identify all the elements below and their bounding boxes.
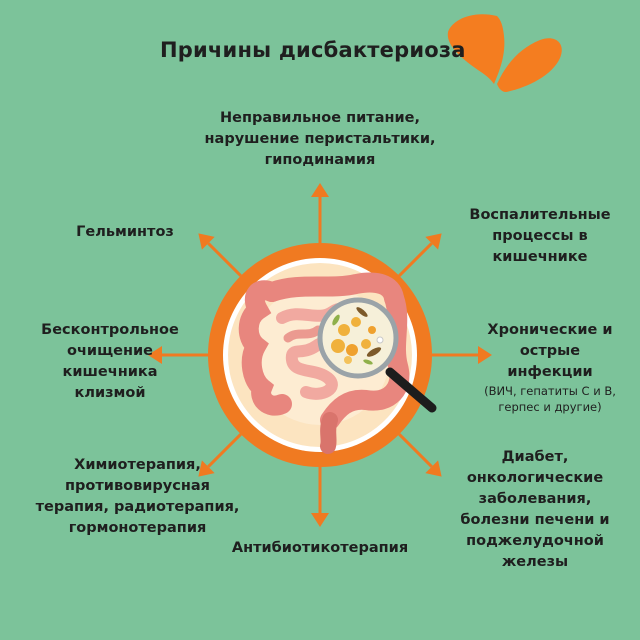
- cause-antibiotics: Антибиотикотерапия: [220, 538, 420, 559]
- cause-line: Химиотерапия,: [74, 457, 201, 473]
- cause-line: Воспалительные: [469, 207, 611, 223]
- arrow: [311, 183, 329, 243]
- cause-line: гиподинамия: [264, 152, 376, 168]
- cause-note: (ВИЧ, гепатиты С и В,: [484, 384, 616, 398]
- cause-line: очищение: [67, 343, 153, 359]
- cause-line: противовирусная: [65, 478, 210, 494]
- cause-line: инфекции: [507, 364, 593, 380]
- cause-line: болезни печени и: [460, 512, 610, 528]
- cause-line: острые: [519, 343, 581, 359]
- cause-line: онкологические: [466, 470, 604, 486]
- arrows-group: [148, 183, 492, 527]
- arrow: [198, 233, 242, 277]
- cause-line: гормонотерапия: [68, 520, 207, 536]
- arrow: [148, 346, 208, 364]
- cause-line: железы: [501, 554, 569, 570]
- page-title: Причины дисбактериоза: [160, 38, 466, 62]
- cause-inflammation: Воспалительные процессы в кишечнике: [455, 205, 625, 268]
- cause-line: заболевания,: [478, 491, 592, 507]
- cause-line: процессы в: [492, 228, 588, 244]
- cause-helminthiasis: Гельминтоз: [60, 222, 190, 243]
- cause-enema: Бесконтрольное очищение кишечника клизмой: [25, 320, 195, 404]
- cause-infections: Хронические и острые инфекции (ВИЧ, гепатит…: [470, 320, 630, 415]
- cause-line: Хронические и: [487, 322, 613, 338]
- cause-line: Диабет,: [501, 449, 569, 465]
- cause-line: терапия, радиотерапия,: [35, 499, 240, 515]
- cause-line: кишечника: [62, 364, 158, 380]
- cause-line: кишечнике: [492, 249, 588, 265]
- arrow: [398, 433, 442, 477]
- logo-butterfly-icon: [447, 14, 562, 92]
- arrow: [311, 467, 329, 527]
- cause-line: нарушение перистальтики,: [204, 131, 436, 147]
- magnifier-icon: [317, 297, 437, 413]
- cause-therapy: Химиотерапия, противовирусная терапия, рад…: [30, 455, 245, 539]
- arrow: [398, 233, 442, 277]
- cause-diet: Неправильное питание, нарушение перисталь…: [200, 108, 440, 171]
- cause-diseases: Диабет, онкологические заболевания, болезни…: [450, 447, 620, 573]
- cause-note: герпес и другие): [498, 400, 602, 414]
- arrow: [198, 433, 242, 477]
- cause-line: Антибиотикотерапия: [231, 540, 409, 556]
- arrow: [432, 346, 492, 364]
- cause-line: Неправильное питание,: [219, 110, 421, 126]
- cause-line: поджелудочной: [466, 533, 604, 549]
- cause-line: клизмой: [74, 385, 146, 401]
- cause-line: Бесконтрольное: [41, 322, 179, 338]
- cause-line: Гельминтоз: [76, 224, 174, 240]
